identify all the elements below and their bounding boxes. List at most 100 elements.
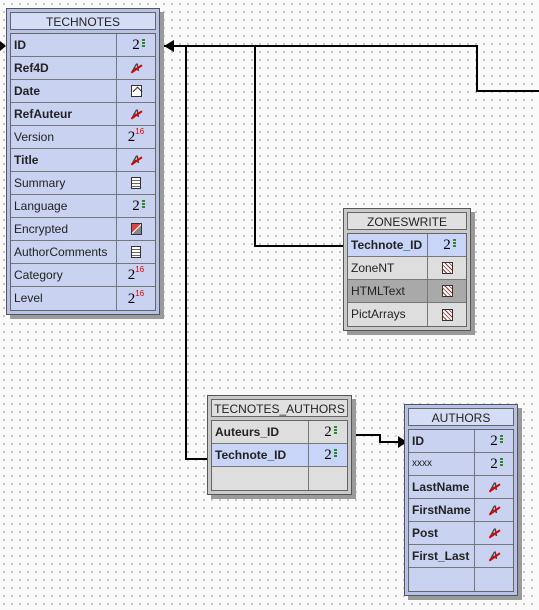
field-row[interactable]: Summary bbox=[11, 172, 155, 195]
field-name: LastName bbox=[409, 476, 475, 498]
long-integer-icon: 2 bbox=[132, 197, 144, 214]
field-row[interactable]: PictArrays bbox=[348, 303, 466, 326]
field-name: Summary bbox=[11, 172, 117, 194]
field-type bbox=[428, 257, 466, 279]
field-type: A bbox=[117, 57, 155, 79]
blob-icon bbox=[441, 308, 453, 321]
table-title: ZONESWRITE bbox=[347, 212, 467, 230]
alpha-icon: A bbox=[132, 154, 140, 166]
field-row[interactable]: Date bbox=[11, 80, 155, 103]
arrowhead-authors bbox=[398, 436, 407, 448]
field-row[interactable]: Category 216 bbox=[11, 264, 155, 287]
field-type: 2 bbox=[117, 34, 155, 56]
field-name: RefAuteur bbox=[11, 103, 117, 125]
integer-icon: 216 bbox=[127, 127, 145, 145]
field-type: A bbox=[117, 103, 155, 125]
relation-line-zoneswrite-technotes bbox=[254, 46, 346, 247]
field-name: Technote_ID bbox=[212, 444, 309, 466]
field-name: xxxx bbox=[409, 453, 475, 475]
field-type: 2 bbox=[117, 195, 155, 217]
field-row[interactable]: Title A bbox=[11, 149, 155, 172]
field-name: Category bbox=[11, 264, 117, 286]
field-name: Post bbox=[409, 522, 475, 544]
alpha-icon: A bbox=[132, 62, 140, 74]
long-integer-icon: 2 bbox=[324, 446, 336, 463]
empty-field-row[interactable] bbox=[212, 467, 347, 490]
field-name: PictArrays bbox=[348, 303, 428, 326]
field-type bbox=[117, 172, 155, 194]
field-row[interactable]: ZoneNT bbox=[348, 257, 466, 280]
field-type: 2 bbox=[309, 444, 347, 466]
empty-field-row[interactable] bbox=[409, 568, 513, 591]
field-type: A bbox=[117, 149, 155, 171]
picture-icon bbox=[130, 223, 142, 235]
field-row[interactable]: LastName A bbox=[409, 476, 513, 499]
field-type: A bbox=[475, 499, 513, 521]
field-name: Date bbox=[11, 80, 117, 102]
field-type: 2 bbox=[309, 421, 347, 443]
field-name: FirstName bbox=[409, 499, 475, 521]
field-name: ID bbox=[409, 430, 475, 452]
field-type bbox=[117, 218, 155, 240]
field-type: 216 bbox=[117, 126, 155, 148]
relation-line-tecnotes-authors-technotes bbox=[185, 46, 209, 460]
long-integer-icon: 2 bbox=[490, 455, 502, 472]
date-icon bbox=[130, 85, 142, 97]
field-name: Title bbox=[11, 149, 117, 171]
alpha-icon: A bbox=[490, 504, 498, 516]
arrowhead-left bbox=[0, 41, 6, 51]
alpha-icon: A bbox=[490, 481, 498, 493]
field-name bbox=[212, 467, 309, 490]
relation-line-tecnotes-authors-authors bbox=[356, 434, 400, 443]
field-row[interactable]: FirstName A bbox=[409, 499, 513, 522]
field-type: A bbox=[475, 522, 513, 544]
text-icon bbox=[131, 246, 141, 258]
long-integer-icon: 2 bbox=[490, 432, 502, 449]
arrowhead-technotes bbox=[164, 40, 174, 52]
table-title: AUTHORS bbox=[408, 408, 514, 426]
field-type: 216 bbox=[117, 287, 155, 310]
field-row[interactable]: HTMLText bbox=[348, 280, 466, 303]
integer-icon: 216 bbox=[127, 265, 145, 283]
field-name: Technote_ID bbox=[348, 234, 428, 256]
text-icon bbox=[131, 177, 141, 189]
relation-line-technotes-external bbox=[164, 45, 539, 92]
field-type: 2 bbox=[475, 453, 513, 475]
field-type bbox=[428, 303, 466, 326]
field-name: AuthorComments bbox=[11, 241, 117, 263]
field-row[interactable]: Version 216 bbox=[11, 126, 155, 149]
blob-icon bbox=[441, 285, 453, 297]
field-type bbox=[475, 568, 513, 591]
field-row[interactable]: ID 2 bbox=[409, 430, 513, 453]
field-row[interactable]: Technote_ID 2 bbox=[212, 444, 347, 467]
field-row[interactable]: AuthorComments bbox=[11, 241, 155, 264]
field-name: Level bbox=[11, 287, 117, 310]
field-row[interactable]: Encrypted bbox=[11, 218, 155, 241]
field-name bbox=[409, 568, 475, 591]
field-type: A bbox=[475, 476, 513, 498]
field-name: ID bbox=[11, 34, 117, 56]
blob-icon bbox=[441, 262, 453, 274]
field-type: 2 bbox=[475, 430, 513, 452]
field-name: Version bbox=[11, 126, 117, 148]
field-row[interactable]: xxxx 2 bbox=[409, 453, 513, 476]
table-title: TECHNOTES bbox=[10, 12, 156, 30]
